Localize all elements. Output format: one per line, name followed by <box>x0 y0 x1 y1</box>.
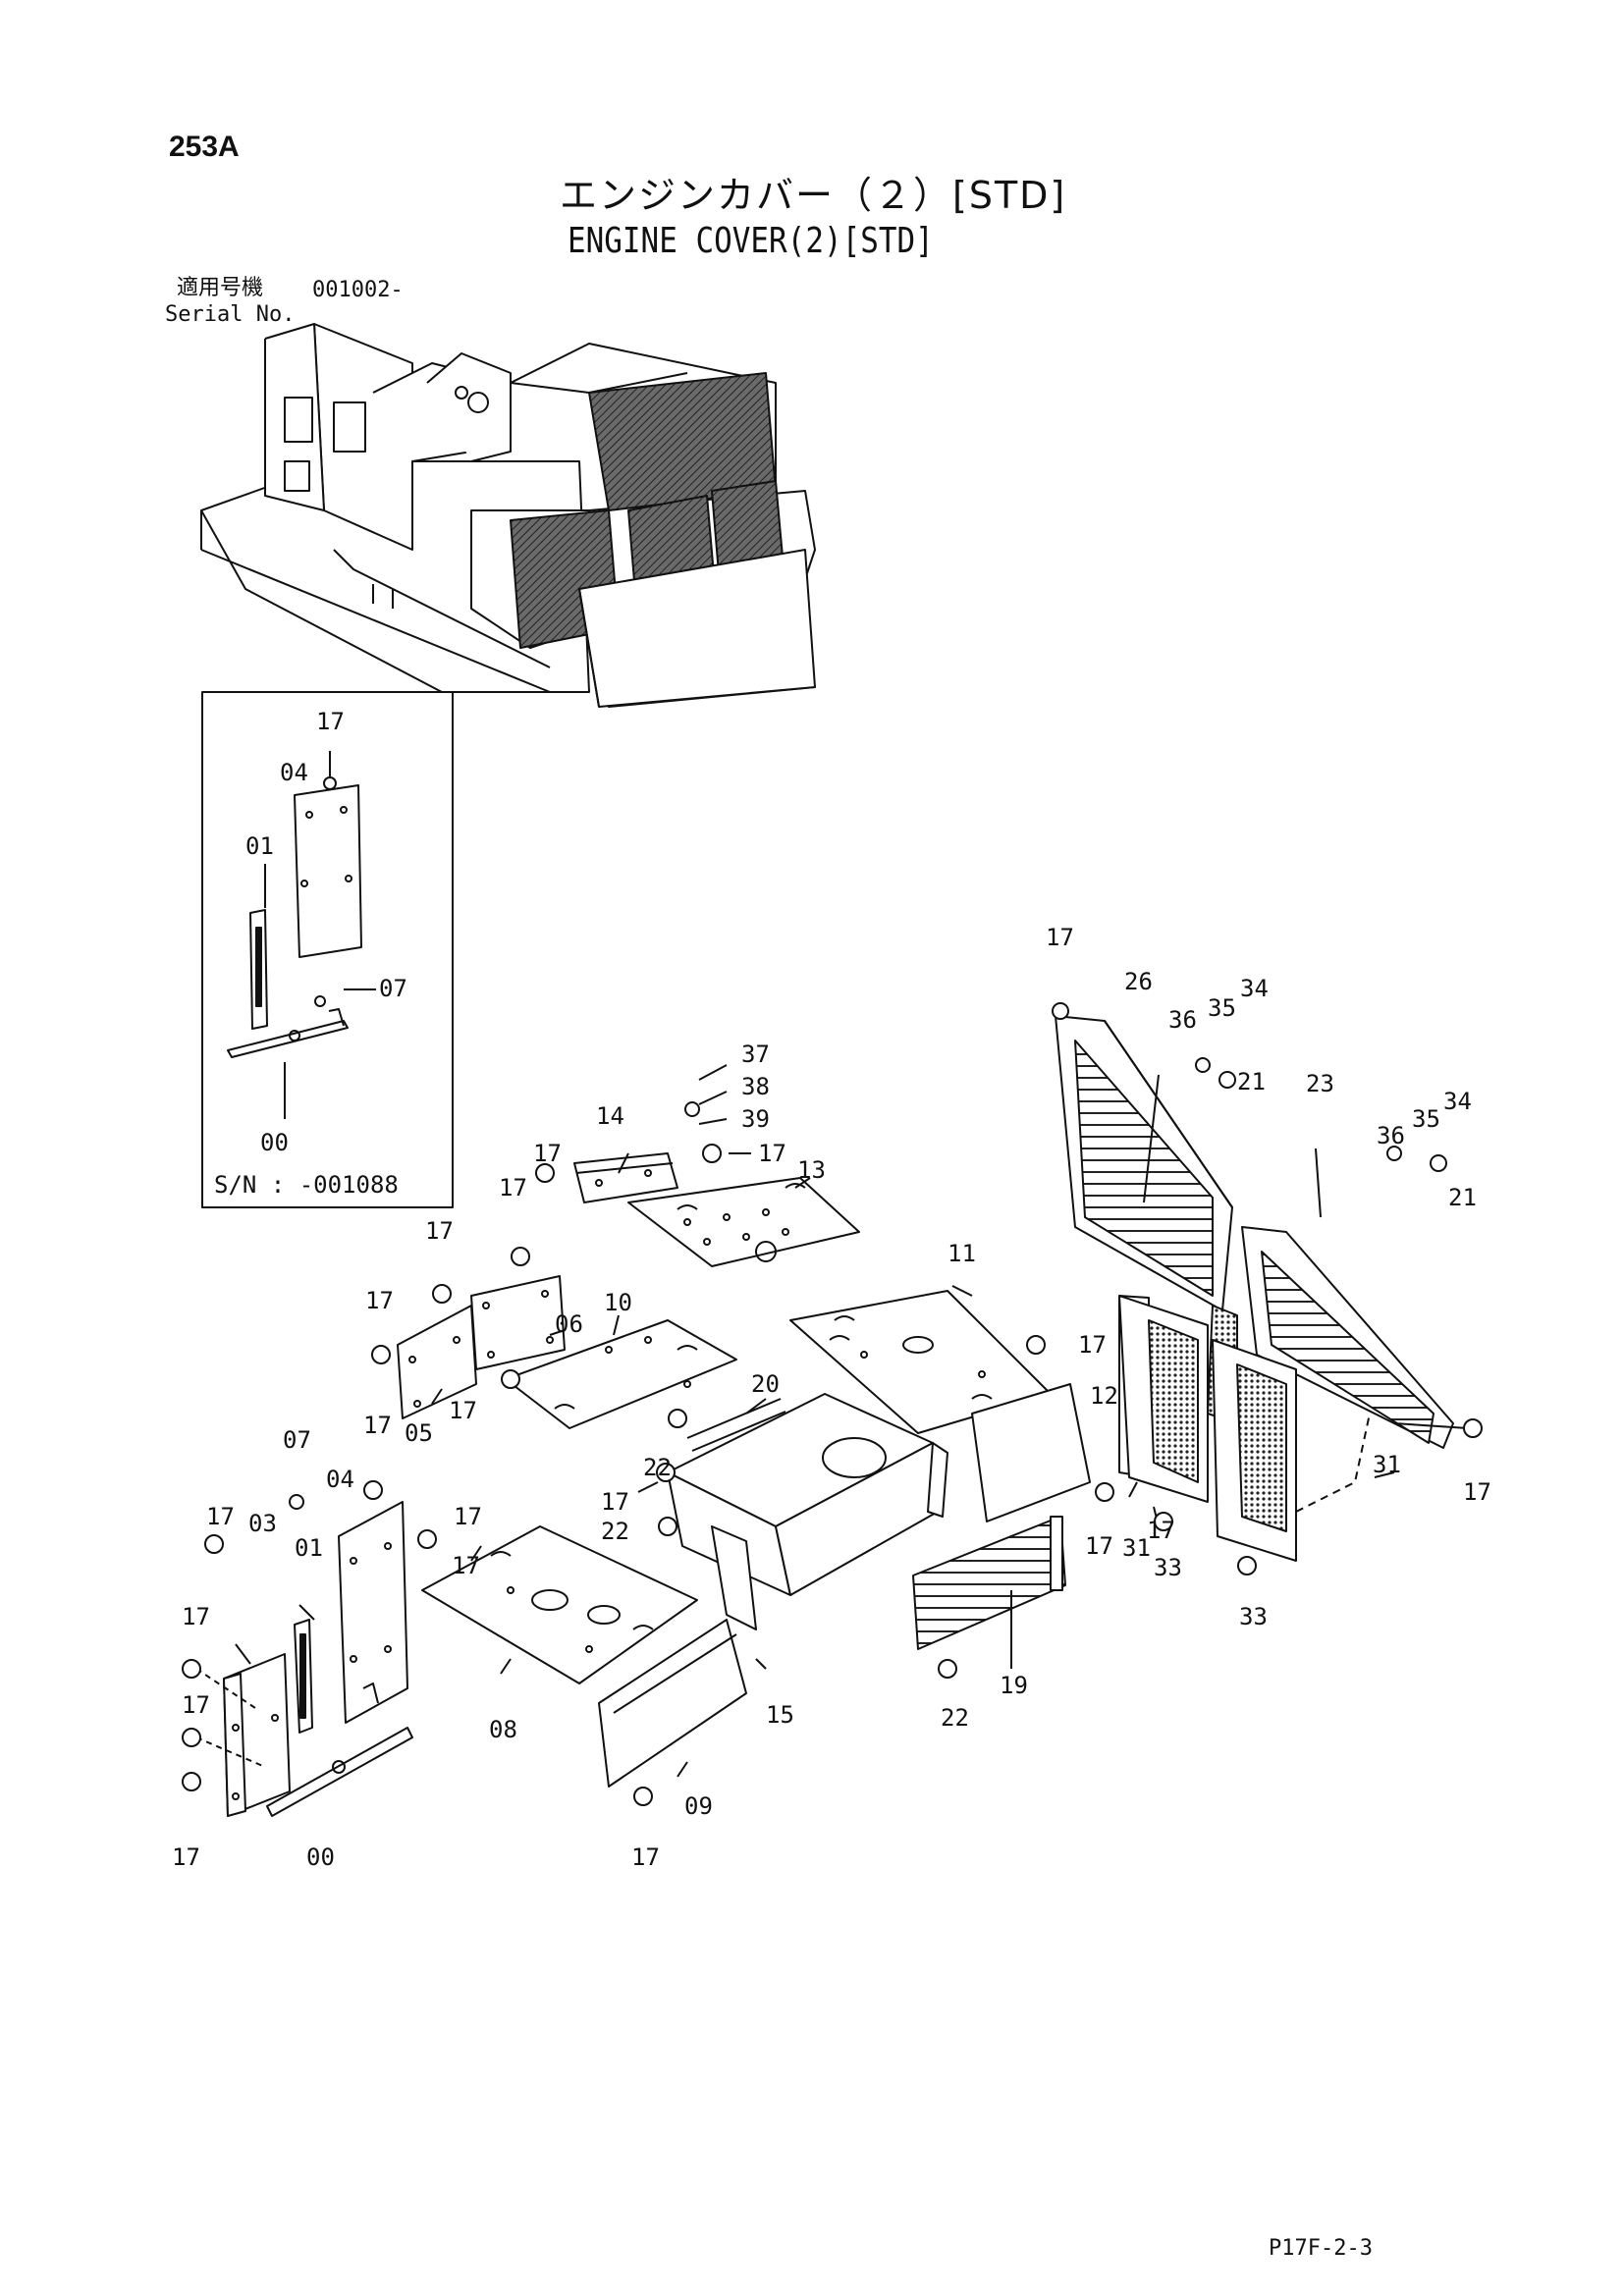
page-title-english: ENGINE COVER(2)[STD] <box>568 221 934 261</box>
callout-label: 26 <box>1124 968 1153 995</box>
callout-label: 31 <box>1373 1451 1401 1478</box>
callout-label: 35 <box>1412 1105 1440 1133</box>
callout-label: 23 <box>1306 1070 1334 1097</box>
callout-label: 15 <box>766 1701 794 1729</box>
callout-label: 17 <box>363 1412 392 1439</box>
callout-label: 03 <box>248 1510 277 1537</box>
callout-label: 00 <box>306 1843 335 1871</box>
callout-label: 17 <box>1078 1331 1107 1359</box>
callout-label: 17 <box>182 1603 210 1630</box>
callout-label: 34 <box>1443 1088 1472 1115</box>
callout-label: 10 <box>604 1289 632 1316</box>
callout-label: 09 <box>684 1792 713 1820</box>
callout-label: 38 <box>741 1073 770 1100</box>
callout-label: 12 <box>1090 1382 1118 1410</box>
callout-label: 17 <box>533 1140 562 1167</box>
callout-label: 35 <box>1208 994 1236 1022</box>
callout-label: 17 <box>1085 1532 1113 1560</box>
callout-label: 04 <box>280 759 308 786</box>
callout-label: 01 <box>295 1534 323 1562</box>
callout-label: 17 <box>206 1503 235 1530</box>
callout-label: 17 <box>449 1397 477 1424</box>
callout-label: 17 <box>172 1843 200 1871</box>
callout-label: 22 <box>941 1704 969 1732</box>
callout-label: 17 <box>316 708 345 735</box>
callout-label: 07 <box>379 975 407 1002</box>
callout-label: 17 <box>182 1691 210 1719</box>
callout-label: 22 <box>643 1454 672 1481</box>
callout-label: 17 <box>1147 1517 1175 1544</box>
callout-label: 33 <box>1239 1603 1268 1630</box>
serial-label-japanese: 適用号機 <box>177 276 264 300</box>
callout-label: 17 <box>365 1287 394 1314</box>
callout-label: 17 <box>601 1488 629 1516</box>
callout-label: 19 <box>1000 1672 1028 1699</box>
page-code: P17F-2-3 <box>1269 2236 1373 2261</box>
callout-label: 14 <box>596 1102 624 1130</box>
callout-label: 17 <box>758 1140 786 1167</box>
callout-label: 17 <box>1046 924 1074 951</box>
callout-label: 17 <box>425 1217 454 1245</box>
callout-label: 21 <box>1237 1068 1266 1095</box>
callout-label: 39 <box>741 1105 770 1133</box>
inset-serial-variant <box>201 691 454 1208</box>
grille-assemblies <box>1055 1015 1469 1562</box>
roof-panels <box>397 1152 1091 1788</box>
serial-number-value: 001002- <box>312 278 404 302</box>
callout-label: 11 <box>947 1240 976 1267</box>
bolts <box>182 1002 1483 1806</box>
callout-label: 04 <box>326 1466 354 1493</box>
inset-serial-range: S/N : -001088 <box>214 1171 399 1199</box>
callout-label: 37 <box>741 1041 770 1068</box>
callout-label: 33 <box>1154 1554 1182 1581</box>
page-number: 253A <box>169 131 240 163</box>
callout-label: 36 <box>1377 1122 1405 1149</box>
machine-overview <box>200 323 816 708</box>
callout-labels: 17 04 01 07 00 17 26 36 35 34 21 23 36 3… <box>172 708 1491 1871</box>
callout-label: 00 <box>260 1129 289 1156</box>
callout-label: 17 <box>454 1503 482 1530</box>
callout-label: 31 <box>1122 1534 1151 1562</box>
side-panels <box>195 1501 413 1817</box>
callout-label: 06 <box>555 1310 583 1338</box>
callout-label: 01 <box>245 832 274 860</box>
callout-label: 17 <box>631 1843 660 1871</box>
callout-label: 22 <box>601 1518 629 1545</box>
callout-label: 17 <box>1463 1478 1491 1506</box>
callout-label: 21 <box>1448 1184 1477 1211</box>
callout-label: 17 <box>499 1174 527 1201</box>
leader-lines <box>431 1064 1395 1778</box>
callout-label: 13 <box>797 1156 826 1184</box>
callout-label: 36 <box>1168 1006 1197 1034</box>
callout-label: 08 <box>489 1716 517 1743</box>
callout-label: 20 <box>751 1370 780 1398</box>
callout-label: 34 <box>1240 975 1269 1002</box>
callout-label: 05 <box>405 1419 433 1447</box>
callout-label: 17 <box>452 1552 480 1579</box>
serial-label-english: Serial No. <box>165 302 296 327</box>
callout-label: 07 <box>283 1426 311 1454</box>
page-title-japanese: エンジンカバー（２）[STD] <box>560 174 1067 217</box>
